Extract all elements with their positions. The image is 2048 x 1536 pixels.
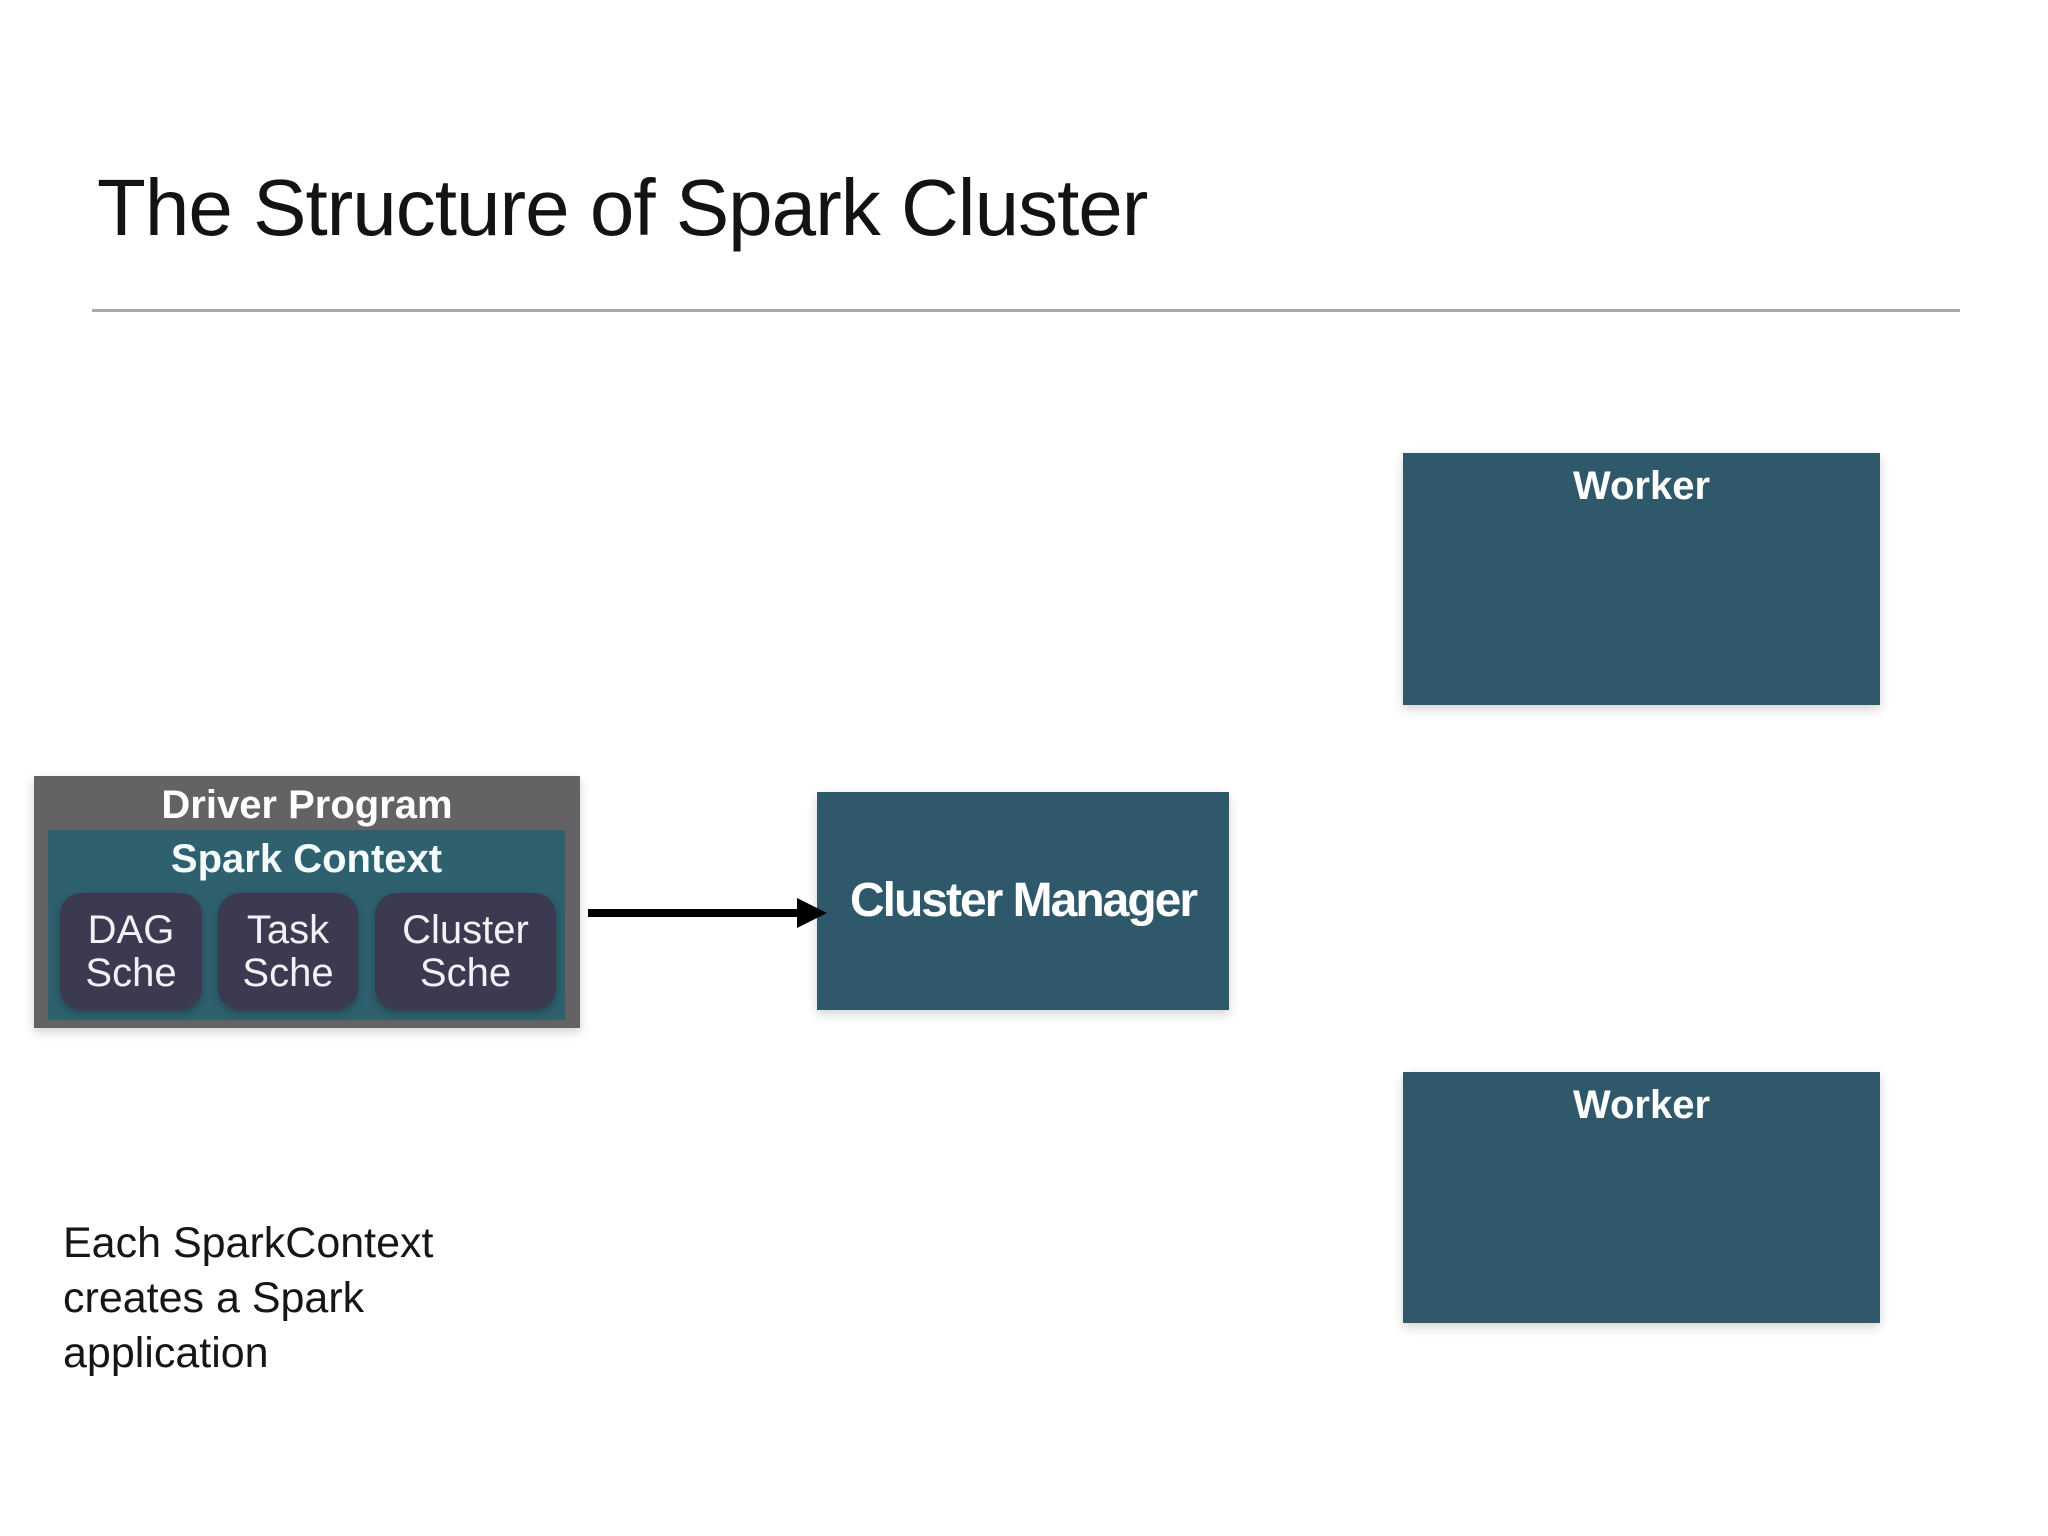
scheduler-box-dag: DAG Sche [60,893,202,1010]
arrowhead-icon [797,898,827,928]
driver-program-label: Driver Program [161,783,453,827]
worker-box-2: Worker [1403,1072,1880,1323]
note-text: Each SparkContext creates a Spark applic… [63,1219,434,1377]
scheduler-task-label: Task Sche [242,907,334,995]
scheduler-box-task: Task Sche [218,893,358,1010]
scheduler-cluster-label: Cluster Sche [402,907,529,995]
cluster-manager-box: Cluster Manager [817,792,1229,1010]
spark-context-label: Spark Context [170,837,443,881]
driver-to-cluster-arrow-line [588,909,800,917]
page-title: The Structure of Spark Cluster [97,163,1148,252]
title-divider [92,309,1960,312]
worker-1-label: Worker [1572,464,1711,508]
worker-2-label: Worker [1572,1083,1711,1127]
driver-program-box: Driver Program Spark Context DAG Sche Ta… [34,776,580,1028]
cluster-manager-label: Cluster Manager [849,873,1198,927]
scheduler-box-cluster: Cluster Sche [375,893,556,1010]
worker-box-1: Worker [1403,453,1880,705]
spark-context-box: Spark Context DAG Sche Task Sche Cluster… [48,830,565,1020]
scheduler-dag-label: DAG Sche [85,907,177,995]
